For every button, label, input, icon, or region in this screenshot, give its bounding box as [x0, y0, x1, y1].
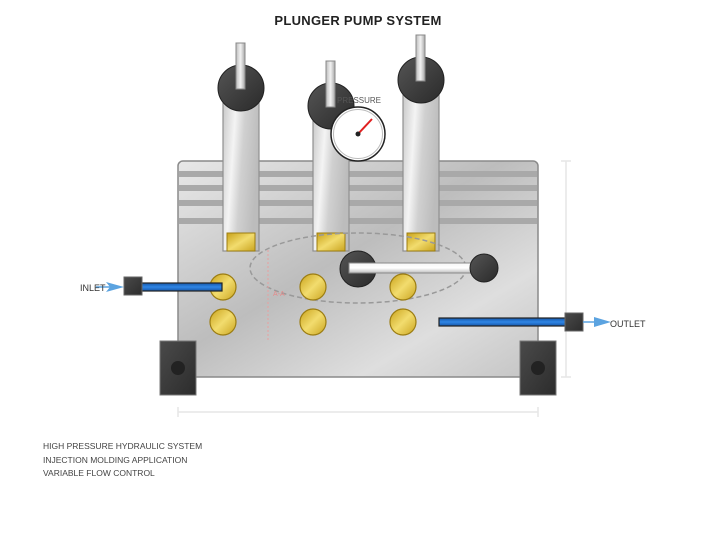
outlet-arrow-icon: [594, 317, 611, 327]
notes: HIGH PRESSURE HYDRAULIC SYSTEM INJECTION…: [43, 440, 202, 481]
crank-mechanism: [339, 250, 499, 288]
cylinder: [402, 87, 440, 252]
crank-pin: [469, 253, 499, 283]
note-line: HIGH PRESSURE HYDRAULIC SYSTEM: [43, 441, 203, 451]
bolt-icon: [171, 361, 185, 375]
cylinder: [222, 94, 260, 252]
pressure-label: PRESSURE: [337, 96, 381, 105]
mounting-foot-right: [519, 340, 557, 396]
note-line: VARIABLE FLOW CONTROL: [43, 468, 155, 478]
inlet-label: INLET: [80, 283, 106, 293]
diagram-title: PLUNGER PUMP SYSTEM: [274, 13, 441, 28]
plunger-head: [226, 232, 256, 252]
section-label: A-A: [273, 291, 285, 298]
plunger-rod: [325, 60, 336, 108]
bolt-icon: [531, 361, 545, 375]
note-line: INJECTION MOLDING APPLICATION: [43, 454, 188, 465]
valve: [209, 308, 237, 336]
plunger-head: [406, 232, 436, 252]
plunger-3: [397, 34, 445, 252]
dimension-line-vertical: [561, 160, 571, 378]
pressure-gauge: PRESSURE: [330, 96, 386, 162]
outlet-assembly: OUTLET: [438, 312, 646, 332]
inlet-arrow-icon: [106, 282, 124, 292]
outlet-pipe: [438, 317, 574, 327]
mounting-foot-left: [159, 340, 197, 396]
plunger-rod: [415, 34, 426, 82]
cooling-fins: [179, 171, 537, 224]
outlet-label: OUTLET: [610, 319, 646, 329]
inlet-fitting: [123, 276, 143, 296]
inlet-pipe: [131, 282, 223, 292]
connecting-rod: [348, 262, 477, 274]
plunger-1: [217, 42, 265, 252]
valve: [389, 308, 417, 336]
gauge-pivot: [355, 131, 361, 137]
plunger-head: [316, 232, 346, 252]
plunger-rod: [235, 42, 246, 90]
valve: [299, 273, 327, 301]
valve: [389, 273, 417, 301]
dimension-line-horizontal: [177, 407, 539, 417]
outlet-fitting: [564, 312, 584, 332]
gauge-needle: [357, 118, 373, 135]
valve: [299, 308, 327, 336]
valves: [209, 273, 417, 336]
inlet-assembly: INLET: [80, 276, 223, 296]
